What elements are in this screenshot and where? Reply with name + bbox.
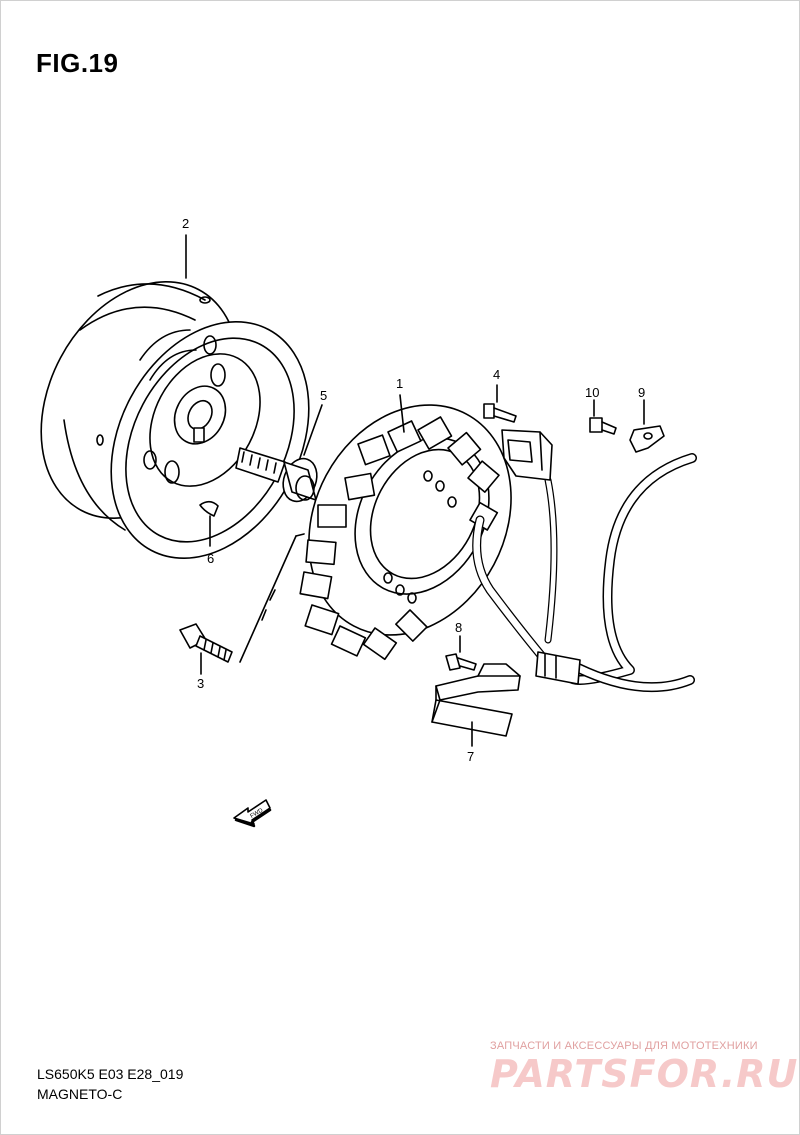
callout-7: 7 xyxy=(467,749,475,764)
model-code: LS650K5 E03 E28_019 xyxy=(37,1066,184,1082)
watermark-subtitle: ЗАПЧАСТИ И АКСЕССУАРЫ ДЛЯ МОТОТЕХНИКИ xyxy=(490,1040,758,1052)
key-part xyxy=(199,500,219,517)
callout-9: 9 xyxy=(638,385,646,400)
watermark-logo: PARTSFOR.RU xyxy=(490,1052,799,1096)
leader-5 xyxy=(303,404,323,456)
pickup-sensor-part xyxy=(483,403,553,481)
callout-10: 10 xyxy=(585,385,600,400)
callout-8: 8 xyxy=(455,620,463,635)
leader-3-dash xyxy=(239,535,297,663)
rotor-bolt-part xyxy=(235,447,318,503)
clamp-bolt-part xyxy=(589,417,617,435)
callout-4: 4 xyxy=(493,367,501,382)
callout-6: 6 xyxy=(207,551,215,566)
callout-5: 5 xyxy=(320,388,328,403)
stator-part xyxy=(299,404,512,661)
callout-2: 2 xyxy=(182,216,190,231)
clamp-part xyxy=(629,425,665,453)
wire-cover-part xyxy=(431,663,521,737)
leader-1 xyxy=(399,394,405,433)
callout-1: 1 xyxy=(396,376,404,391)
figure-title: FIG.19 xyxy=(36,48,119,78)
stator-bolt-part xyxy=(179,623,233,663)
rotor-part xyxy=(40,281,310,559)
fwd-arrow-icon xyxy=(233,799,272,828)
cover-bolt-part xyxy=(445,653,477,671)
section-name: MAGNETO-C xyxy=(37,1086,123,1102)
callout-3: 3 xyxy=(197,676,205,691)
wire-harness xyxy=(472,453,697,693)
